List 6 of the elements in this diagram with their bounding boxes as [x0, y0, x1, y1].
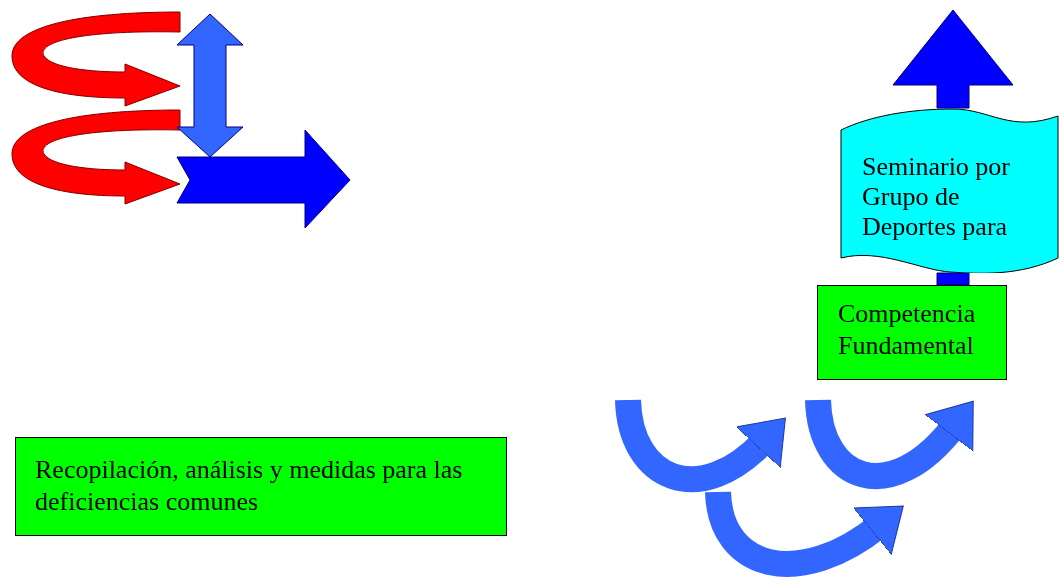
- box-text: Competencia Fundamental: [838, 298, 977, 362]
- text-box: [817, 285, 1007, 380]
- banner-text: Seminario por Grupo de Deportes para: [862, 152, 1012, 242]
- wavy-banner: [840, 108, 1059, 273]
- box-text: Recopilación, análisis y medidas para las deficiencias comunes: [35, 454, 464, 518]
- text-box: [15, 437, 507, 536]
